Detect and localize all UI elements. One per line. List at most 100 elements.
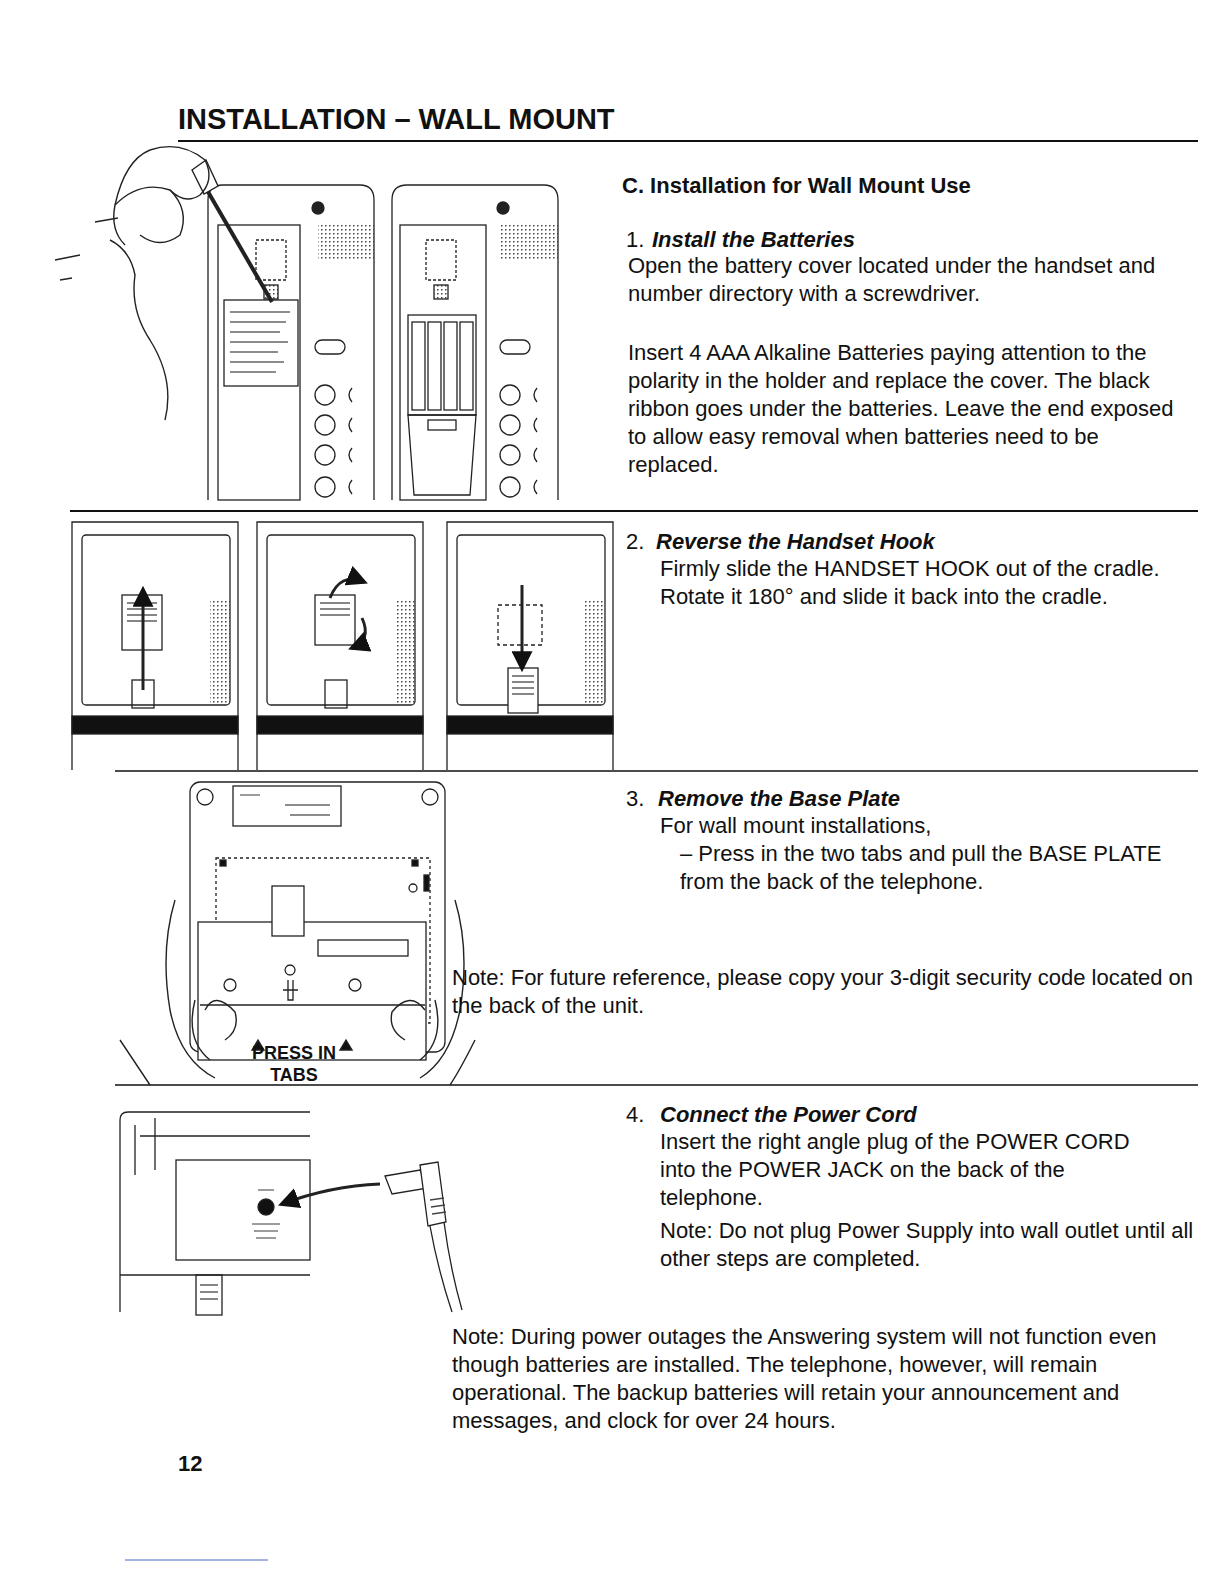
hook-panel — [320, 608, 350, 609]
hook-panel — [447, 522, 613, 770]
step-text: Open the battery cover located under the… — [628, 252, 1188, 308]
hook-panel — [512, 681, 534, 682]
base-plate — [422, 789, 438, 805]
note-text: Note: During power outages the Answering… — [452, 1323, 1200, 1435]
note-text: Note: Do not plug Power Supply into wall… — [660, 1217, 1200, 1273]
base-plate — [240, 795, 330, 815]
power-plug — [431, 1205, 445, 1207]
hook-panel — [447, 716, 613, 734]
hook-panel — [512, 676, 534, 694]
phone-face-closed — [218, 225, 300, 500]
phone-back — [252, 1190, 280, 1238]
hook-panel — [315, 595, 355, 645]
phone-face-open — [497, 202, 509, 214]
phone-face-open — [534, 388, 537, 494]
hook-panel — [257, 522, 423, 770]
hook-panel — [320, 602, 350, 603]
hook-panel — [512, 675, 534, 676]
phone-face-open — [500, 415, 520, 435]
power-plug — [430, 1198, 446, 1214]
phone-back — [176, 1160, 310, 1260]
phone-face-closed — [224, 300, 298, 386]
hook-panel — [395, 600, 415, 705]
base-plate — [412, 860, 418, 866]
step-text: – Press in the two tabs and pull the BAS… — [680, 840, 1170, 896]
step-heading: Reverse the Handset Hook — [656, 528, 1176, 556]
section-rule — [70, 141, 1198, 1085]
step-heading: Remove the Base Plate — [658, 785, 1178, 813]
phone-back — [258, 1199, 274, 1215]
footer-rule — [125, 1560, 268, 1561]
phone-back — [282, 1184, 380, 1204]
step-number: 1. — [626, 226, 656, 254]
phone-face-closed — [230, 341, 288, 343]
hands — [120, 1040, 475, 1085]
base-plate — [197, 789, 213, 805]
phone-face-closed — [230, 311, 290, 313]
phone-face-open — [400, 225, 486, 500]
section-rule — [115, 770, 1198, 772]
phone-face-open — [444, 322, 457, 410]
base-plate — [200, 1004, 425, 1005]
phone-face-open — [428, 420, 456, 430]
base-plate — [240, 794, 260, 795]
phone-back — [135, 1118, 155, 1175]
hook-panel — [257, 716, 423, 734]
phone-face-open — [408, 315, 476, 415]
hand-screwdriver — [114, 150, 150, 245]
base-plate — [220, 860, 226, 866]
hook-panel — [142, 590, 145, 690]
hands — [166, 900, 236, 1078]
hands — [120, 900, 475, 1085]
base-plate — [424, 875, 429, 891]
phone-face-closed — [230, 312, 290, 372]
step-number: 4. — [626, 1101, 656, 1129]
hook-panel — [72, 716, 238, 734]
step-text: For wall mount installations, — [660, 812, 1180, 840]
power-plug — [430, 1198, 444, 1200]
phone-face-closed — [315, 445, 335, 465]
phone-face-open — [392, 185, 558, 500]
phone-face-closed — [230, 361, 284, 363]
phone-face-closed — [230, 331, 280, 333]
phone-back — [254, 1230, 278, 1231]
phone-back — [120, 1112, 310, 1312]
phone-back — [140, 1135, 310, 1136]
power-plug — [420, 1162, 446, 1226]
hook-panel — [521, 585, 524, 668]
base-plate — [198, 922, 426, 1060]
hand-screwdriver — [150, 147, 209, 199]
hook-panel — [508, 668, 538, 713]
phone-face-open — [500, 340, 530, 354]
step-number: 3. — [626, 785, 656, 813]
phone-face-open — [500, 477, 520, 497]
phone-face-closed — [315, 477, 335, 497]
phone-face-closed — [230, 321, 286, 323]
phone-face-open — [500, 445, 520, 465]
base-plate — [290, 814, 330, 815]
base-plate — [285, 804, 330, 805]
phone-face-open — [392, 185, 558, 500]
phone-face-open — [500, 385, 520, 405]
hook-panel — [512, 687, 534, 688]
hook-panel — [320, 603, 350, 615]
base-plate — [318, 940, 408, 956]
hands — [340, 1040, 352, 1050]
phone-face-closed — [312, 202, 324, 214]
hook-panel — [512, 693, 534, 694]
phone-back — [258, 1189, 274, 1190]
power-plug — [385, 1162, 462, 1312]
hook-panel — [447, 522, 613, 770]
step-heading: Connect the Power Cord — [660, 1101, 1180, 1129]
base-plate — [233, 786, 341, 826]
section-rule — [178, 140, 1198, 142]
phone-face-closed — [318, 225, 374, 260]
hook-panel — [72, 522, 238, 770]
base-plate — [349, 979, 361, 991]
phone-face-open — [408, 415, 476, 495]
base-plate — [272, 886, 304, 936]
phone-back — [196, 1275, 222, 1315]
phone-back — [200, 1285, 218, 1299]
phone-face-open — [500, 225, 558, 260]
